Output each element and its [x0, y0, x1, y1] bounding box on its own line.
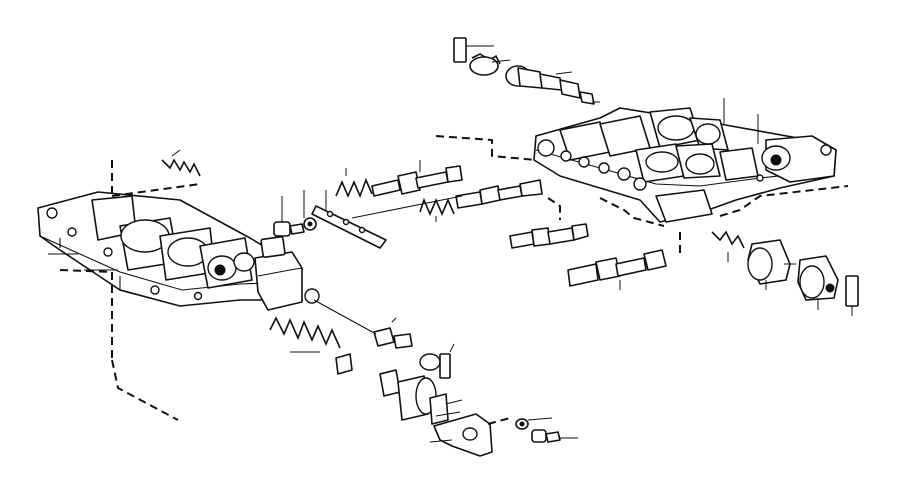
valve-spool-lower-right — [567, 249, 667, 290]
lower-valve-body — [37, 191, 320, 311]
bracket-lower — [429, 413, 511, 457]
lower-washer-and-screw — [515, 417, 578, 443]
top-plug — [453, 37, 511, 76]
small-plunger — [313, 299, 455, 379]
right-guide-lines — [435, 98, 849, 256]
left-guide-lines — [48, 160, 201, 421]
top-spool — [505, 65, 600, 105]
spring-center-lower — [419, 197, 455, 222]
small-spring-left — [161, 149, 201, 177]
valve-spool-long — [351, 179, 543, 219]
spring-lower-center — [269, 316, 341, 353]
upper-valve-body — [533, 107, 837, 223]
right-piston — [747, 239, 859, 316]
retainer-plate — [311, 190, 387, 249]
right-spring-small — [711, 230, 745, 262]
lower-spool-assembly — [335, 353, 463, 425]
bolt-and-washer — [273, 190, 317, 237]
spring-center-upper — [335, 168, 373, 199]
valve-spool-upper — [371, 160, 463, 197]
valve-spool-mid — [509, 223, 589, 249]
